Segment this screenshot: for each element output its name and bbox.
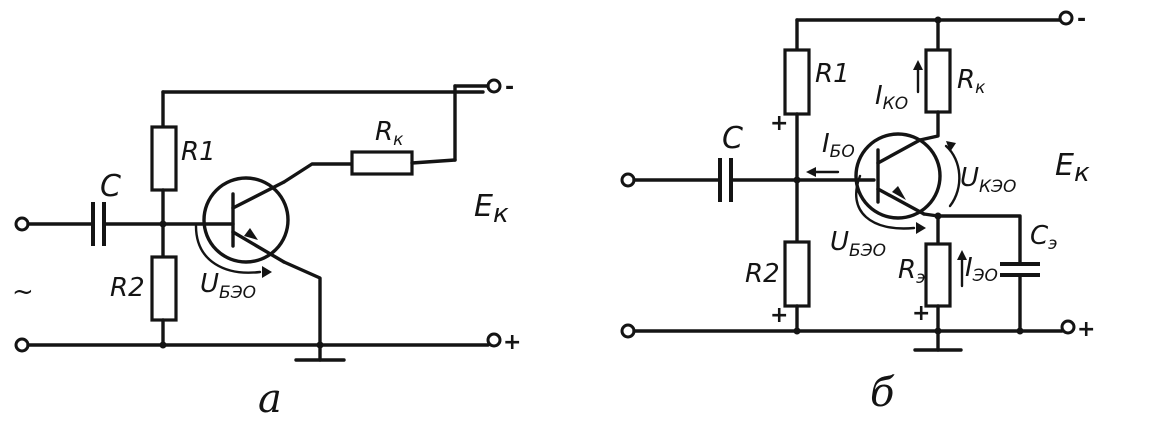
a-label-r2: R2 (110, 273, 145, 303)
a-label-minus: - (505, 75, 514, 100)
a-label-rk: Rк (375, 117, 404, 150)
b-label-ik: IКО (875, 81, 908, 114)
b-emitter-arrow-icon (892, 186, 906, 200)
a-label-r1: R1 (181, 137, 216, 167)
a-node-base (159, 220, 167, 228)
b-uke-arrow-icon (946, 141, 956, 152)
a-resistor-r1 (150, 125, 178, 192)
b-resistor-re (924, 242, 952, 308)
b-label-r1: R1 (815, 59, 850, 89)
b-node-base (793, 176, 801, 184)
b-resistor-r1 (783, 48, 811, 116)
a-label-ek: Eк (474, 189, 509, 229)
a-terminal-ground (14, 337, 30, 353)
b-ik-arrow-icon (913, 60, 923, 70)
b-label-r2: R2 (745, 259, 780, 289)
b-label-plus: + (1077, 317, 1095, 342)
b-terminal-plus (1060, 319, 1076, 335)
b-wire-collector (918, 110, 940, 142)
b-node-ce-ground (1016, 327, 1024, 335)
a-node-r2-ground (159, 341, 167, 349)
b-ie-arrow-icon (957, 250, 967, 260)
a-terminal-input (14, 216, 30, 232)
a-resistor-rk (350, 150, 414, 176)
b-label-c: C (722, 121, 743, 156)
b-resistor-r2 (783, 240, 811, 308)
b-label-ce: Cэ (1030, 221, 1058, 254)
a-label-plus: + (503, 330, 521, 355)
a-terminal-plus (486, 332, 502, 348)
a-resistor-r2 (150, 255, 178, 322)
b-resistor-rk (924, 48, 952, 114)
b-label-r1-plus: + (770, 111, 788, 136)
diagram-b: C R1 R2 Rк Rэ Cэ Eк IБО IКО IЭО UКЭО UБЭ… (620, 7, 1095, 416)
b-label-uke: UКЭО (960, 163, 1016, 197)
a-ube-arrow-icon (262, 266, 272, 278)
b-label-rk: Rк (957, 65, 986, 98)
a-transistor-collector (231, 180, 286, 210)
a-wire-emitter (282, 260, 322, 347)
a-terminal-minus (486, 78, 502, 94)
a-emitter-arrow-icon (244, 228, 258, 240)
b-transistor-body (854, 132, 942, 220)
a-ube-arc (194, 224, 262, 274)
b-label-ek: Eк (1055, 148, 1090, 188)
a-transistor-emitter (231, 230, 286, 264)
b-label-re: Rэ (898, 255, 925, 288)
b-label-r2-plus: + (770, 303, 788, 328)
b-ube-arrow-icon (916, 222, 926, 234)
b-node-r2-ground (793, 327, 801, 335)
a-caption: а (258, 376, 282, 422)
a-wire-rk-right (410, 158, 457, 165)
b-transistor-emitter (876, 187, 926, 216)
b-ib-arrow-icon (806, 167, 816, 177)
b-uke-arc (944, 144, 961, 208)
b-terminal-input (620, 172, 636, 188)
diagram-a: C R1 R2 Rк Eк UБЭО - + ~ а (12, 75, 521, 422)
b-terminal-minus (1058, 10, 1074, 26)
b-label-ie: IЭО (965, 253, 998, 286)
a-label-ac: ~ (12, 277, 34, 307)
a-label-c: C (100, 169, 121, 204)
a-transistor-body (202, 176, 290, 264)
a-label-ube: UБЭО (200, 269, 256, 303)
b-transistor-collector (876, 138, 922, 165)
a-wire-collector (282, 162, 354, 184)
b-label-re-plus: + (912, 301, 930, 326)
b-label-minus: - (1077, 7, 1086, 32)
b-label-ib: IБО (822, 129, 855, 162)
b-wire-ce-top (936, 214, 1022, 264)
b-caption: б (870, 370, 895, 416)
b-ube-arc (854, 174, 916, 230)
b-label-ube: UБЭО (830, 227, 886, 261)
b-terminal-ground (620, 323, 636, 339)
